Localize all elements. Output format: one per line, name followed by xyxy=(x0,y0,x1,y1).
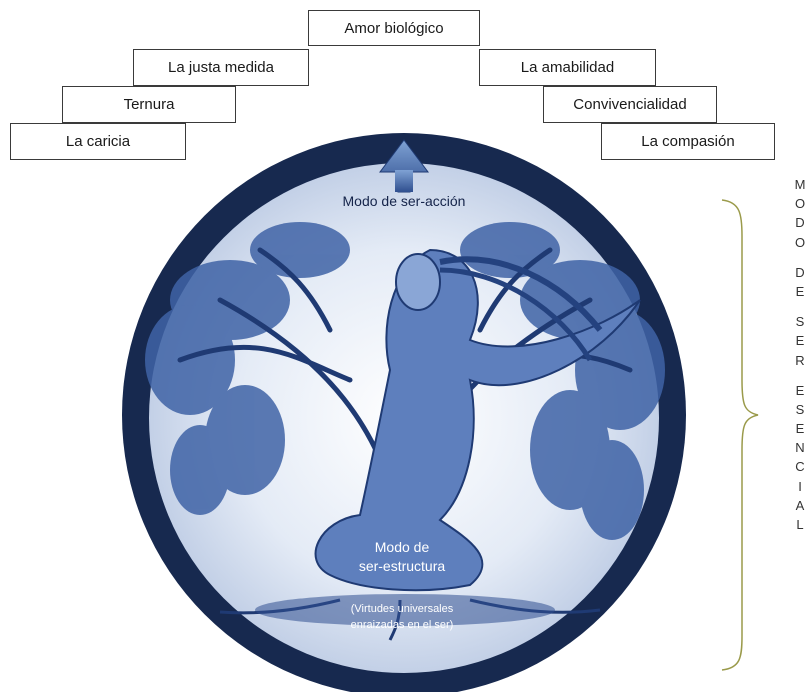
label-box-amabilidad: La amabilidad xyxy=(479,49,656,86)
virtues-label-line2: enraizadas en el ser) xyxy=(351,619,454,631)
action-mode-label: Modo de ser-acción xyxy=(343,193,466,209)
side-letter: S xyxy=(795,401,805,417)
label-box-ternura: Ternura xyxy=(62,86,236,123)
structure-mode-label-line1: Modo de xyxy=(375,539,430,555)
side-letter: C xyxy=(795,459,805,475)
label-box-amor-biologico: Amor biológico xyxy=(308,10,480,46)
side-letter: O xyxy=(794,234,806,250)
side-letter: S xyxy=(795,314,805,330)
side-letter: E xyxy=(795,283,805,299)
side-letter: L xyxy=(796,517,804,532)
upward-arrow-icon xyxy=(379,139,429,193)
side-gap xyxy=(792,370,808,381)
side-letter: D xyxy=(795,264,805,280)
side-letter: D xyxy=(795,215,805,231)
side-letter: E xyxy=(795,333,805,349)
label-box-caricia: La caricia xyxy=(10,123,186,160)
side-letter: R xyxy=(795,352,805,368)
label-box-convivencialidad: Convivencialidad xyxy=(543,86,717,123)
tree-foliage-illustration xyxy=(145,222,665,540)
structure-mode-label-line2: ser-estructura xyxy=(359,558,446,574)
side-gap xyxy=(792,252,808,263)
side-letter: N xyxy=(795,440,805,456)
ring-label: Resonancias del cuidado xyxy=(326,101,483,117)
side-letter: A xyxy=(795,497,805,513)
side-gap xyxy=(792,301,808,312)
side-letter: E xyxy=(795,382,805,398)
virtues-label-line1: (Virtudes universales xyxy=(351,603,454,615)
label-box-compasion: La compasión xyxy=(601,123,775,160)
side-letter: M xyxy=(794,177,806,192)
side-letter: O xyxy=(794,196,806,212)
side-letter: I xyxy=(798,478,802,494)
side-letter: E xyxy=(795,421,805,437)
right-brace xyxy=(721,199,759,671)
label-box-justa-medida: La justa medida xyxy=(133,49,309,86)
side-label-modo-de-ser-esencial: M O D O D E S E R E S E N C I A L xyxy=(792,175,808,534)
kneeling-woman-figure xyxy=(314,248,641,592)
